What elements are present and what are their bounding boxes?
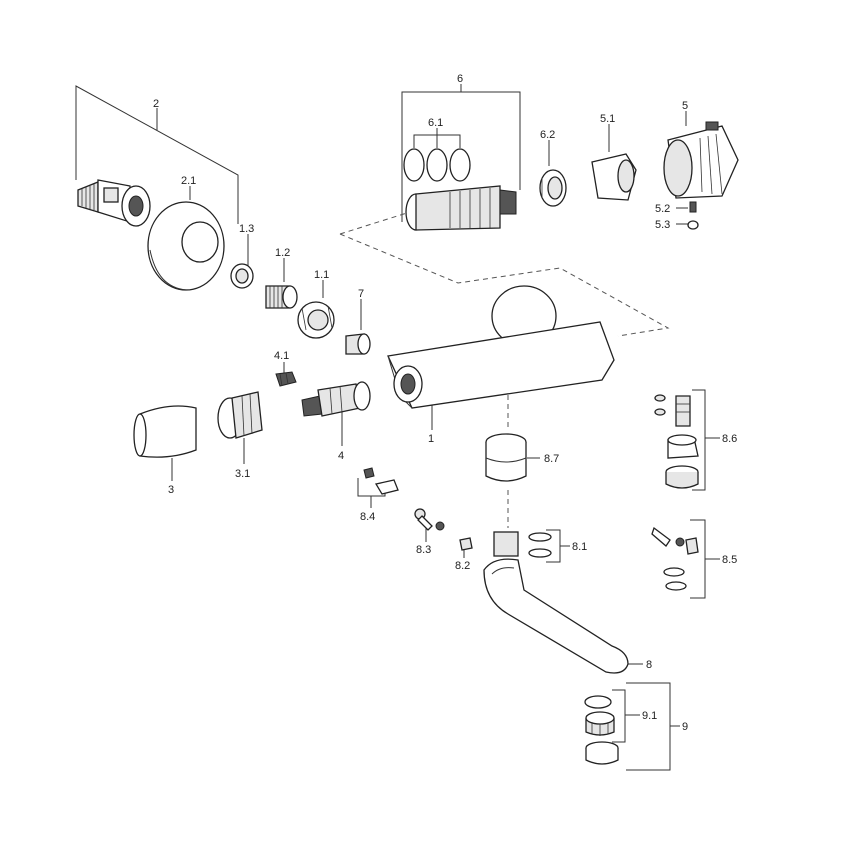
label-8-5: 8.5 xyxy=(722,554,737,566)
part-8-2-block xyxy=(459,537,473,551)
part-6-cartridge xyxy=(405,185,517,231)
label-1: 1 xyxy=(428,433,434,445)
label-6-2: 6.2 xyxy=(540,129,555,141)
part-6-2-ring xyxy=(539,169,567,207)
part-2-spindle xyxy=(77,179,151,227)
label-6: 6 xyxy=(457,73,463,85)
part-2-1-rosette xyxy=(147,201,225,291)
label-6-1: 6.1 xyxy=(428,117,443,129)
part-1-2-threaded-bush xyxy=(265,285,298,309)
label-8-1: 8.1 xyxy=(572,541,587,553)
label-5: 5 xyxy=(682,100,688,112)
part-8-7-housing xyxy=(485,433,527,482)
label-8-3: 8.3 xyxy=(416,544,431,556)
part-8-spout xyxy=(483,531,629,674)
label-4-1: 4.1 xyxy=(274,350,289,362)
label-1-3: 1.3 xyxy=(239,223,254,235)
part-5-knob xyxy=(663,121,739,199)
label-1-2: 1.2 xyxy=(275,247,290,259)
label-2: 2 xyxy=(153,98,159,110)
label-3-1: 3.1 xyxy=(235,468,250,480)
label-8: 8 xyxy=(646,659,652,671)
label-8-7: 8.7 xyxy=(544,453,559,465)
label-8-4: 8.4 xyxy=(360,511,375,523)
part-4-1-check-valve xyxy=(275,371,297,387)
label-2-1: 2.1 xyxy=(181,175,196,187)
part-8-6-group xyxy=(654,394,699,489)
part-6-1-o-rings xyxy=(403,148,471,182)
part-5-1-adaptor xyxy=(591,153,637,201)
part-1-3-ring xyxy=(230,263,254,289)
part-1-1-nut xyxy=(297,301,335,339)
part-3-1-adaptor xyxy=(217,391,263,439)
part-8-4-clip xyxy=(363,467,399,495)
label-4: 4 xyxy=(338,450,344,462)
part-9-aerator xyxy=(584,695,619,765)
part-3-handle xyxy=(133,405,197,458)
label-8-6: 8.6 xyxy=(722,433,737,445)
label-9: 9 xyxy=(682,721,688,733)
part-8-5-group xyxy=(651,526,699,591)
part-7-bush xyxy=(345,333,371,355)
part-8-1-washers xyxy=(528,532,552,558)
part-5-2-5-3-screw-cap xyxy=(687,201,699,230)
part-1-mixer-body xyxy=(387,285,615,409)
label-1-1: 1.1 xyxy=(314,269,329,281)
label-5-3: 5.3 xyxy=(655,219,670,231)
label-7: 7 xyxy=(358,288,364,300)
label-5-1: 5.1 xyxy=(600,113,615,125)
label-3: 3 xyxy=(168,484,174,496)
part-labels: 2 2.1 1.3 1.2 1.1 7 6 6.1 6.2 5.1 5 5.2 … xyxy=(153,73,737,733)
label-5-2: 5.2 xyxy=(655,203,670,215)
part-4-valve-cartridge xyxy=(301,381,371,417)
part-8-3-screw xyxy=(414,508,445,531)
label-8-2: 8.2 xyxy=(455,560,470,572)
label-9-1: 9.1 xyxy=(642,710,657,722)
leader-lines xyxy=(75,84,720,771)
